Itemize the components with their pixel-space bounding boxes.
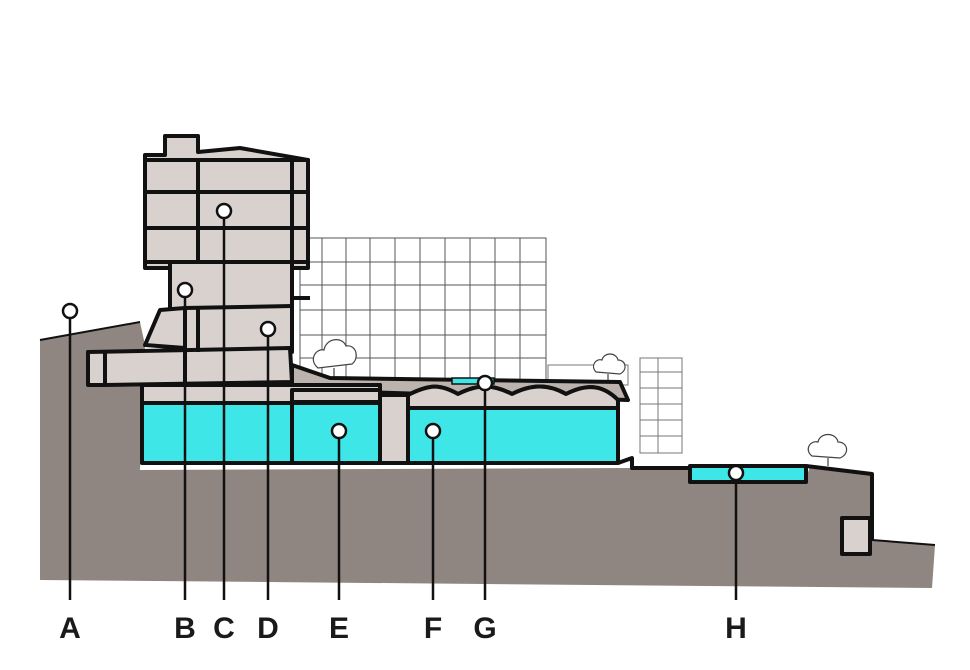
ground-mass	[40, 322, 935, 588]
right-structure	[617, 456, 874, 556]
leader-lines	[61, 202, 745, 600]
label-h: H	[725, 612, 747, 645]
marker-a	[61, 302, 79, 320]
label-d: D	[257, 612, 279, 645]
label-c: C	[213, 612, 235, 645]
background-building	[299, 237, 547, 381]
tree-icon	[592, 353, 626, 382]
podium	[86, 304, 294, 387]
label-f: F	[423, 612, 443, 645]
label-g: G	[473, 612, 497, 645]
skylight-water	[451, 377, 495, 385]
tree-icon	[807, 433, 848, 466]
marker-b	[176, 281, 194, 299]
tree-icon	[312, 339, 357, 378]
background-building-right	[547, 357, 683, 454]
label-b: B	[174, 612, 196, 645]
marker-f	[424, 422, 442, 440]
marker-c	[215, 202, 233, 220]
pools	[140, 383, 808, 484]
marker-h	[727, 464, 745, 482]
label-e: E	[328, 612, 349, 645]
marker-g	[476, 374, 494, 392]
ground-surface-right	[871, 539, 936, 546]
ground-surface-left	[39, 321, 141, 341]
marker-d	[259, 320, 277, 338]
label-a: A	[59, 612, 81, 645]
marker-e	[330, 422, 348, 440]
